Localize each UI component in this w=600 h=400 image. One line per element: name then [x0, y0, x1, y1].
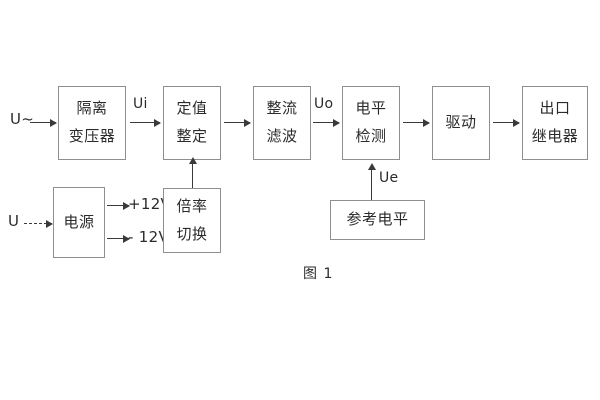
arrow-reference-level-to-level-detection [367, 163, 376, 200]
arrow-multiplier-switch-to-setting-value [188, 157, 197, 188]
block-power-supply-line-1: 电源 [63, 212, 95, 231]
block-multiplier-switch: 倍率 切换 [163, 188, 221, 253]
arrow-rectifier-filter-to-level-detection [313, 119, 340, 127]
block-output-relay-line-2: 继电器 [531, 127, 579, 145]
block-rectifier-filter-line-1: 整流 [266, 99, 298, 118]
ui-signal-label: Ui [133, 96, 148, 112]
block-drive: 驱动 [432, 86, 490, 160]
block-isolation-transformer: 隔离 变压器 [58, 86, 126, 160]
arrow-setting-value-to-rectifier-filter [224, 119, 251, 127]
block-level-detection: 电平 检测 [342, 86, 400, 160]
arrow-power-supply-plus12v [107, 202, 130, 210]
arrow-level-detection-to-drive [403, 119, 430, 127]
figure-caption: 图 1 [303, 266, 334, 282]
block-setting-value: 定值 整定 [163, 86, 221, 160]
arrow-dc-input-to-power-supply [24, 220, 53, 228]
block-level-detection-line-1: 电平 [355, 99, 387, 118]
block-multiplier-switch-line-1: 倍率 [176, 196, 208, 215]
minus-12v-label: - 12V [128, 228, 170, 246]
block-setting-value-line-2: 整定 [176, 127, 208, 145]
block-level-detection-line-2: 检测 [355, 127, 387, 145]
block-rectifier-filter: 整流 滤波 [253, 86, 311, 160]
block-output-relay: 出口 继电器 [522, 86, 588, 160]
arrow-isolation-transformer-to-setting-value [130, 119, 161, 127]
ue-signal-label: Ue [379, 170, 399, 186]
block-isolation-transformer-line-1: 隔离 [76, 99, 108, 118]
block-reference-level-line-1: 参考电平 [346, 210, 409, 229]
dc-input-label: U [8, 212, 20, 230]
block-power-supply: 电源 [53, 187, 105, 258]
arrow-power-supply-minus12v [107, 235, 130, 243]
ac-input-label: U~ [10, 110, 35, 128]
block-multiplier-switch-line-2: 切换 [176, 224, 208, 243]
uo-signal-label: Uo [314, 96, 334, 112]
plus-12v-label: +12V [128, 195, 172, 213]
block-output-relay-line-1: 出口 [539, 99, 571, 118]
block-rectifier-filter-line-2: 滤波 [266, 127, 298, 145]
block-isolation-transformer-line-2: 变压器 [68, 127, 116, 145]
arrow-drive-to-output-relay [493, 119, 520, 127]
block-drive-line-1: 驱动 [445, 113, 477, 132]
block-reference-level: 参考电平 [330, 200, 425, 240]
block-setting-value-line-1: 定值 [176, 99, 208, 118]
arrow-ac-input-to-isolation-transformer [30, 119, 57, 127]
